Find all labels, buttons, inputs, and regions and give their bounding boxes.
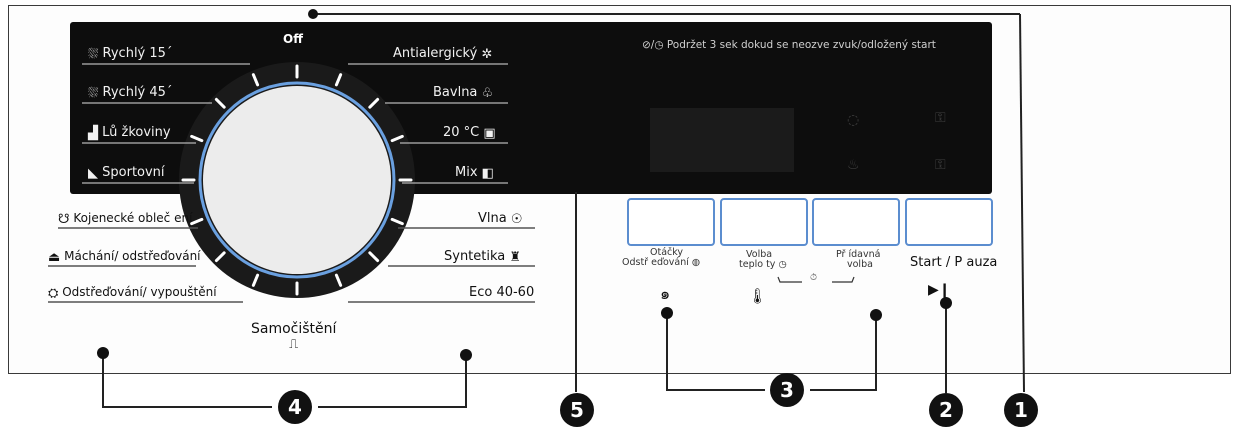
dial-tick — [251, 73, 260, 87]
program-synthetic[interactable]: Syntetika ♜ — [444, 249, 522, 265]
dial-tick — [368, 251, 380, 263]
dial-tick — [190, 217, 204, 226]
allergy-icon: ✲ — [481, 47, 493, 62]
dial-tick — [334, 273, 343, 287]
program-antiallergy[interactable]: Antialergický ✲ — [393, 46, 493, 62]
dial-off-label: Off — [283, 32, 303, 46]
self-clean-icon: ⎍ — [289, 337, 299, 352]
spin-icon: ๑ — [660, 284, 671, 303]
program-cotton[interactable]: Bavlna ♧ — [433, 85, 494, 101]
program-wool[interactable]: Vlna ☉ — [478, 211, 523, 227]
dial-tick — [334, 73, 343, 87]
rinse-spin-icon: ⏏ — [48, 250, 61, 265]
lock-indicator-icon: ⚿ — [935, 157, 946, 173]
spin-drain-icon: ⛭ — [48, 286, 59, 301]
option-label-line1: Př ídavná — [836, 249, 881, 260]
spin-indicator-icon: ◌ — [847, 112, 860, 128]
program-mix[interactable]: Mix ◧ — [455, 165, 494, 181]
dial-tick — [214, 97, 226, 109]
thermometer-icon: 🌡︎ — [748, 287, 768, 305]
callout-3: 3 — [770, 373, 804, 407]
dial-ticks — [181, 64, 413, 296]
program-rinse-spin[interactable]: ⏏ Máchání/ odstřeďování — [48, 249, 201, 265]
program-spin-drain[interactable]: ⛭ Odstřeďování/ vypouštění — [48, 285, 217, 301]
start-pause-label: Start / P auza — [910, 255, 998, 270]
baby-icon: ☋ — [58, 212, 70, 227]
dial-tick — [368, 97, 380, 109]
program-20c[interactable]: 20 °C ▣ — [443, 125, 496, 141]
program-quick-15[interactable]: ⛆ Rychlý 15´ — [88, 46, 173, 62]
quick-wash-icon: ⛆ — [88, 47, 99, 62]
start-pause-button[interactable] — [905, 198, 993, 246]
dial-tick — [214, 251, 226, 263]
program-quick-45[interactable]: ⛆ Rychlý 45´ — [88, 85, 173, 101]
temperature-button[interactable] — [720, 198, 808, 246]
spin-label-line1: Otáčky — [650, 247, 684, 258]
delay-start-hint: ⊘/◷ Podržet 3 sek dokud se neozve zvuk/o… — [642, 39, 936, 51]
callout-2: 2 — [929, 393, 963, 427]
dial-tick — [251, 273, 260, 287]
callout-4: 4 — [278, 390, 312, 424]
callout-5: 5 — [560, 393, 594, 427]
lock-indicator-icon: ⚿ — [935, 110, 946, 126]
program-sport[interactable]: ◣ Sportovní — [88, 165, 165, 181]
dial-tick — [390, 217, 404, 226]
dial-tick — [390, 134, 404, 143]
temp-label-line1: Volba — [746, 249, 773, 260]
wool-icon: ☉ — [510, 212, 523, 227]
quick-wash-icon: ⛆ — [88, 86, 99, 101]
program-baby[interactable]: ☋ Kojenecké obleč ení — [58, 211, 193, 227]
option-label-line2: volba — [847, 259, 873, 270]
program-bedding[interactable]: ▟ Lů žkoviny — [88, 125, 171, 141]
lock-delay-icon: ⊘/◷ — [642, 39, 667, 51]
dial-knob — [203, 86, 391, 274]
play-pause-icon: ▶❙ — [928, 282, 951, 298]
cotton-icon: ♧ — [481, 86, 494, 101]
synthetic-icon: ♜ — [509, 250, 522, 265]
delay-icon: ⏱ — [810, 273, 818, 283]
lcd-display — [650, 108, 794, 172]
mix-icon: ◧ — [481, 166, 494, 181]
temp-label-line2: teplo ty ◷ — [739, 259, 787, 270]
program-eco[interactable]: Eco 40-60 — [469, 285, 535, 300]
spin-button[interactable] — [627, 198, 715, 246]
temp-indicator-icon: ♨ — [847, 157, 860, 173]
dial-accent-ring — [198, 81, 396, 279]
dial-tick — [190, 134, 204, 143]
program-self-clean[interactable]: Samočištění ⎍ — [251, 321, 337, 352]
spin-label-line2: Odstř eďování ◍ — [622, 257, 701, 268]
shirt-icon: ▣ — [483, 126, 496, 141]
shoe-icon: ◣ — [88, 166, 98, 181]
callout-1: 1 — [1004, 393, 1038, 427]
option-button[interactable] — [812, 198, 900, 246]
bedding-icon: ▟ — [88, 126, 98, 141]
